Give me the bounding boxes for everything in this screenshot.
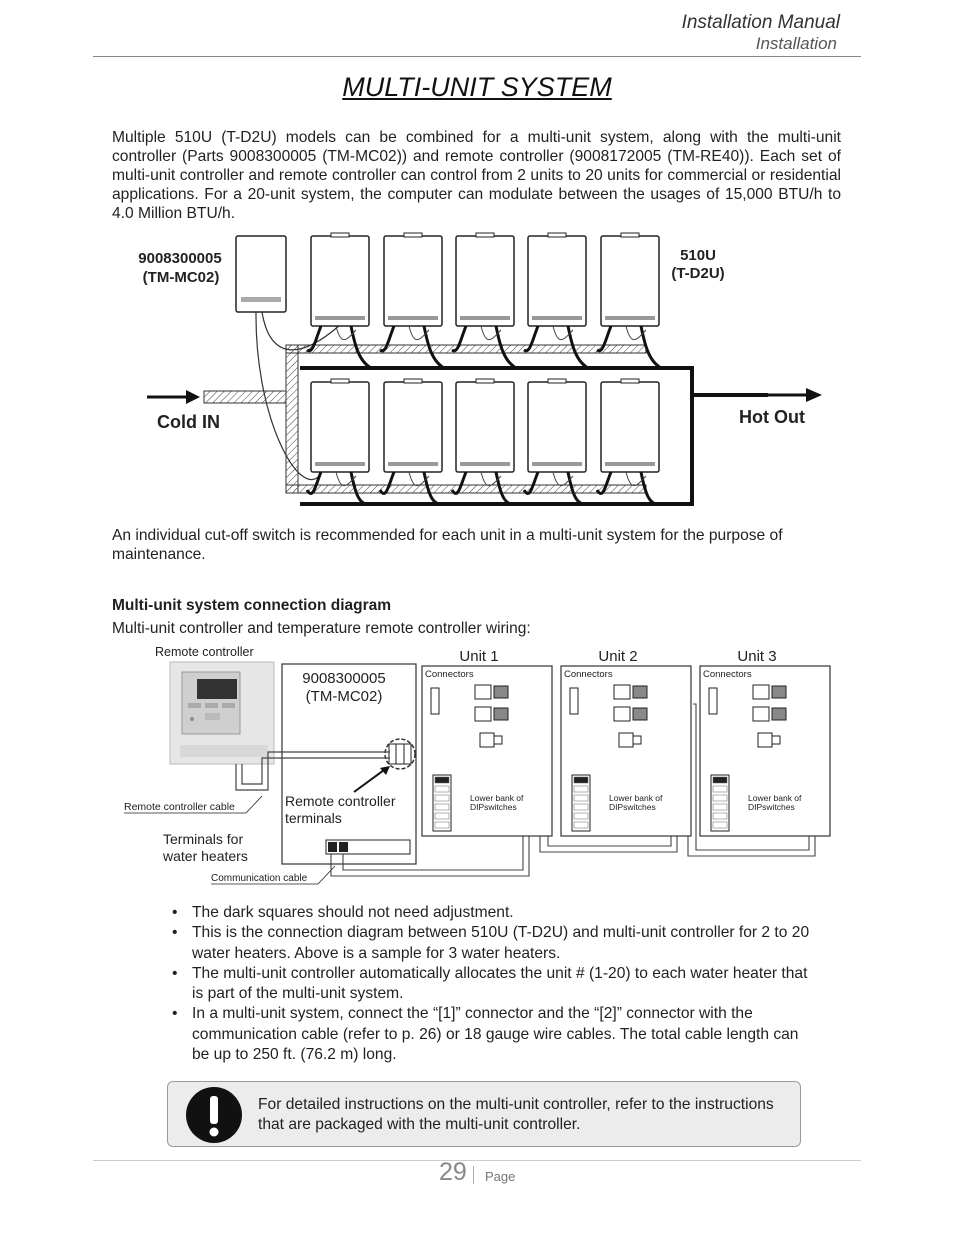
cold-in-arrow — [147, 390, 200, 404]
page-number: 29 — [439, 1158, 467, 1186]
hot-out-label: Hot Out — [739, 407, 805, 427]
remote-controller-device — [169, 661, 275, 765]
connectors-label: Connectors — [425, 669, 474, 680]
connectors-label: Connectors — [703, 669, 752, 680]
page-separator — [473, 1166, 474, 1184]
remote-cable-wires — [235, 751, 390, 791]
heater-part-label: 510U — [680, 247, 716, 264]
dip-label-line-1: Lower bank of — [609, 793, 663, 803]
water-heater-top-2 — [379, 232, 445, 370]
bullet-item: In a multi-unit system, connect the “[1]… — [172, 1004, 812, 1065]
connector-2 — [752, 684, 770, 700]
remote-terminals-label-2: terminals — [285, 810, 342, 826]
unit-name: Unit 2 — [598, 648, 637, 665]
remote-terminals-label-1: Remote controller — [285, 793, 396, 809]
heater-terminals-label-1: Terminals for — [163, 831, 243, 847]
water-heater-top-5 — [596, 232, 662, 370]
water-heater-bottom-2 — [378, 378, 445, 506]
remote-controller-label: Remote controller — [155, 645, 254, 659]
page-title: MULTI-UNIT SYSTEM — [342, 72, 612, 102]
controller-signal-wires — [255, 311, 341, 481]
cold-in-label: Cold IN — [157, 412, 220, 432]
connectors-label: Connectors — [564, 669, 613, 680]
bullet-item: This is the connection diagram between 5… — [172, 923, 812, 964]
dip-label-line-2: DIPswitches — [470, 802, 517, 812]
board-model-label: (TM-MC02) — [306, 688, 383, 705]
wiring-diagram: Remote controller 9008300005 (TM-MC02) R… — [124, 645, 831, 885]
dip-label-line-1: Lower bank of — [748, 793, 802, 803]
footer-divider — [93, 1160, 861, 1161]
callout-text: For detailed instructions on the multi-u… — [258, 1096, 774, 1133]
connector-1 — [752, 706, 770, 722]
diagram-subheading: Multi-unit controller and temperature re… — [112, 620, 531, 637]
hot-water-pipe — [300, 366, 768, 506]
diagram-heading: Multi-unit system connection diagram — [112, 597, 392, 614]
section-title: Installation — [755, 34, 837, 53]
dip-label-line-2: DIPswitches — [748, 802, 795, 812]
connector-2 — [474, 684, 492, 700]
board-part-label: 9008300005 — [302, 670, 385, 687]
water-heater-bottom-4 — [522, 378, 589, 506]
bullet-item: The dark squares should not need adjustm… — [172, 903, 812, 924]
dip-label-line-1: Lower bank of — [470, 793, 524, 803]
controller-part-label: 9008300005 — [138, 250, 221, 267]
remote-cable-label: Remote controller cable — [124, 801, 235, 813]
cold-water-pipe — [203, 344, 647, 494]
water-heater-top-1 — [306, 232, 372, 370]
heater-terminals-label-2: water heaters — [162, 848, 248, 864]
dip-label-line-2: DIPswitches — [609, 802, 656, 812]
page-label: Page — [485, 1169, 516, 1184]
exclamation-icon — [186, 1087, 242, 1143]
terminal-pointer-arrow — [353, 769, 385, 793]
hot-out-arrow — [767, 388, 822, 402]
water-heater-top-3 — [451, 232, 517, 370]
bullet-item: The multi-unit controller automatically … — [172, 964, 812, 1005]
connector-1 — [474, 706, 492, 722]
remote-terminal-block — [384, 738, 416, 770]
controller-model-label: (TM-MC02) — [143, 269, 220, 286]
multi-unit-piping-figure: 9008300005 (TM-MC02) 510U (T-D2U) Cold I… — [138, 232, 822, 506]
unit-name: Unit 1 — [459, 648, 498, 665]
intro-paragraph: Multiple 510U (T-D2U) models can be comb… — [112, 129, 841, 222]
connector-1 — [613, 706, 631, 722]
header-divider — [93, 56, 861, 57]
water-heater-bottom-5 — [595, 378, 662, 506]
water-heater-top-4 — [523, 232, 589, 370]
manual-title: Installation Manual — [681, 12, 840, 33]
connector-2 — [613, 684, 631, 700]
multi-unit-controller-unit — [235, 235, 287, 313]
water-heater-bottom-3 — [450, 378, 517, 506]
cutoff-note: An individual cut-off switch is recommen… — [112, 527, 783, 563]
unit-name: Unit 3 — [737, 648, 776, 665]
water-heater-bottom-1 — [305, 378, 372, 506]
communication-cable-label: Communication cable — [211, 873, 308, 884]
notes-list: The dark squares should not need adjustm… — [172, 903, 812, 1065]
heater-model-label: (T-D2U) — [671, 265, 724, 282]
heater-terminal-block — [325, 839, 411, 855]
info-callout: For detailed instructions on the multi-u… — [167, 1081, 801, 1147]
